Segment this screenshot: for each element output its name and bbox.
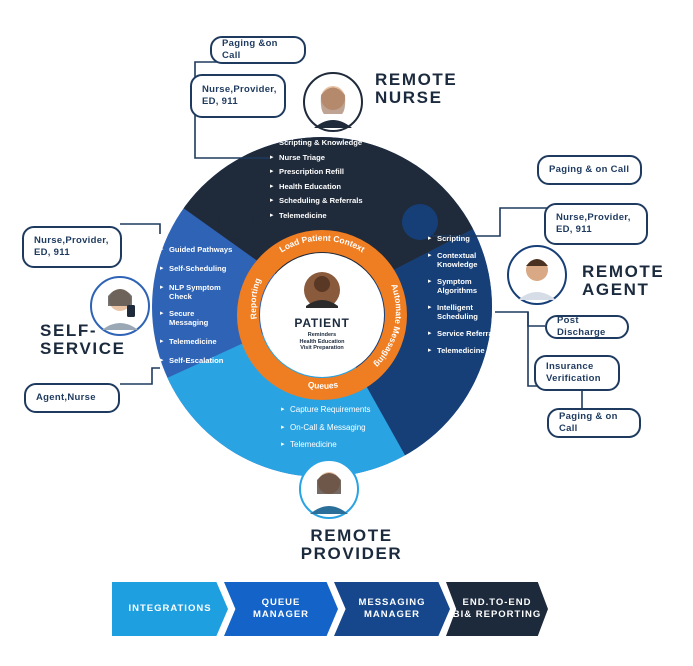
- workflow-step-line: MANAGER: [363, 609, 421, 620]
- workflow-step-line: MANAGER: [252, 609, 310, 620]
- list-item: Telemedicine: [428, 346, 499, 355]
- provider-avatar: [299, 459, 359, 519]
- box-text: Nurse,Provider,: [34, 235, 109, 246]
- list-item: Health Education: [270, 180, 363, 195]
- list-item: Prescription Refill: [270, 165, 363, 180]
- workflow-step-line: MESSAGING: [358, 597, 426, 608]
- list-item: Secure: [160, 309, 232, 318]
- provider-items: Capture Requirements On-Call & Messaging…: [281, 401, 370, 454]
- title-line: PROVIDER: [300, 544, 403, 563]
- list-item: Self-Scheduling: [160, 264, 232, 273]
- patient-title: PATIENT: [294, 316, 350, 330]
- list-item: Scripting & Knowledge: [270, 136, 363, 151]
- title-line: SERVICE: [40, 339, 126, 358]
- box-text: Paging &on Call: [222, 38, 278, 61]
- list-item: Scheduling & Referrals: [270, 194, 363, 209]
- workflow-step: INTEGRATIONS: [112, 582, 228, 636]
- box-text: Paging & on Call: [559, 411, 618, 434]
- box-text: Agent,Nurse: [36, 392, 96, 403]
- patient-sub-line: Visit Preparation: [300, 345, 344, 351]
- workflow-step-label: INTEGRATIONS: [128, 603, 211, 615]
- self-service-avatar: [90, 276, 150, 336]
- box-text: Paging & on Call: [549, 164, 630, 175]
- agent-items: Scripting Contextual Knowledge Symptom A…: [428, 234, 499, 355]
- workflow-step-line: INTEGRATIONS: [128, 603, 212, 614]
- agent-paging-box: Paging & on Call: [537, 155, 642, 185]
- agent-avatar: [507, 245, 567, 305]
- workflow-step-line: BI& REPORTING: [452, 609, 542, 620]
- list-item: NLP Symptom: [160, 283, 232, 292]
- post-discharge-box: Post Discharge: [545, 315, 629, 339]
- list-item: Telemedicine: [160, 337, 232, 346]
- list-item: Telemedicine: [270, 209, 363, 224]
- box-text: Nurse,Provider,: [556, 212, 631, 223]
- puzzle-knob: [402, 204, 438, 240]
- title-line: REMOTE: [582, 262, 665, 281]
- patient-sub: Reminders Health Education Visit Prepara…: [282, 332, 362, 352]
- patient-ring: [237, 230, 407, 400]
- list-item-cont: Check: [169, 292, 192, 301]
- insurance-box: Insurance Verification: [534, 355, 620, 391]
- patient-avatar: [304, 272, 340, 308]
- list-item: Self-Escalation: [160, 356, 232, 365]
- box-text: ED, 911: [556, 224, 592, 235]
- remote-nurse-title: REMOTE NURSE: [375, 71, 457, 107]
- box-text: Nurse,Provider,: [202, 84, 277, 95]
- puzzle-knob: [218, 375, 254, 411]
- box-text: Verification: [546, 373, 601, 384]
- list-item-cont: Messaging: [169, 318, 209, 327]
- self-service-items: Guided Pathways Self-Scheduling NLP Symp…: [160, 245, 232, 365]
- nurse-escalation-box: Nurse,Provider, ED, 911: [190, 74, 286, 118]
- title-line: NURSE: [375, 88, 443, 107]
- agent-nurse-box: Agent,Nurse: [24, 383, 120, 413]
- agent-paging-box-2: Paging & on Call: [547, 408, 641, 438]
- title-line: REMOTE: [375, 70, 458, 89]
- box-text: Insurance: [546, 361, 594, 372]
- patient-center: PATIENT Reminders Health Education Visit…: [282, 316, 362, 352]
- title-line: SELF-: [40, 321, 98, 340]
- puzzle-knob: [218, 204, 254, 240]
- box-text: ED, 911: [34, 247, 70, 258]
- list-item-cont: Algorithms: [437, 286, 478, 295]
- agent-escalation-box: Nurse,Provider, ED, 911: [544, 203, 648, 245]
- list-item: Intelligent: [428, 303, 499, 312]
- ring-label-bottom: Queues: [307, 379, 339, 391]
- list-item: On-Call & Messaging: [281, 419, 370, 437]
- list-item: Guided Pathways: [160, 245, 232, 254]
- title-line: AGENT: [582, 280, 650, 299]
- patient-sub-line: Reminders: [307, 332, 337, 338]
- list-item: Service Referrals: [428, 329, 499, 338]
- title-line: REMOTE: [310, 526, 393, 545]
- remote-agent-title: REMOTE AGENT: [582, 263, 664, 299]
- list-item: Telemedicine: [281, 436, 370, 454]
- list-item: Nurse Triage: [270, 151, 363, 166]
- list-item: Capture Requirements: [281, 401, 370, 419]
- nurse-avatar: [303, 72, 363, 132]
- box-text: ED, 911: [202, 96, 238, 107]
- nurse-paging-box: Paging &on Call: [210, 36, 306, 64]
- workflow-step-line: END.TO-END: [462, 597, 532, 608]
- list-item-cont: Scheduling: [437, 312, 478, 321]
- self-service-escalation-box: Nurse,Provider, ED, 911: [22, 226, 122, 268]
- list-item: Contextual: [428, 251, 499, 260]
- puzzle-knob: [397, 374, 433, 410]
- nurse-items: Scripting & Knowledge Nurse Triage Presc…: [270, 136, 363, 224]
- list-item-cont: Knowledge: [437, 260, 478, 269]
- patient-core: [260, 253, 384, 377]
- patient-sub-line: Health Education: [299, 338, 345, 345]
- list-item: Symptom: [428, 277, 499, 286]
- remote-provider-title: REMOTE PROVIDER: [0, 527, 693, 563]
- workflow-step-line: QUEUE: [261, 597, 301, 608]
- list-item: Scripting: [428, 234, 499, 243]
- box-text: Post Discharge: [557, 315, 606, 338]
- self-service-title: SELF- SERVICE: [40, 322, 126, 358]
